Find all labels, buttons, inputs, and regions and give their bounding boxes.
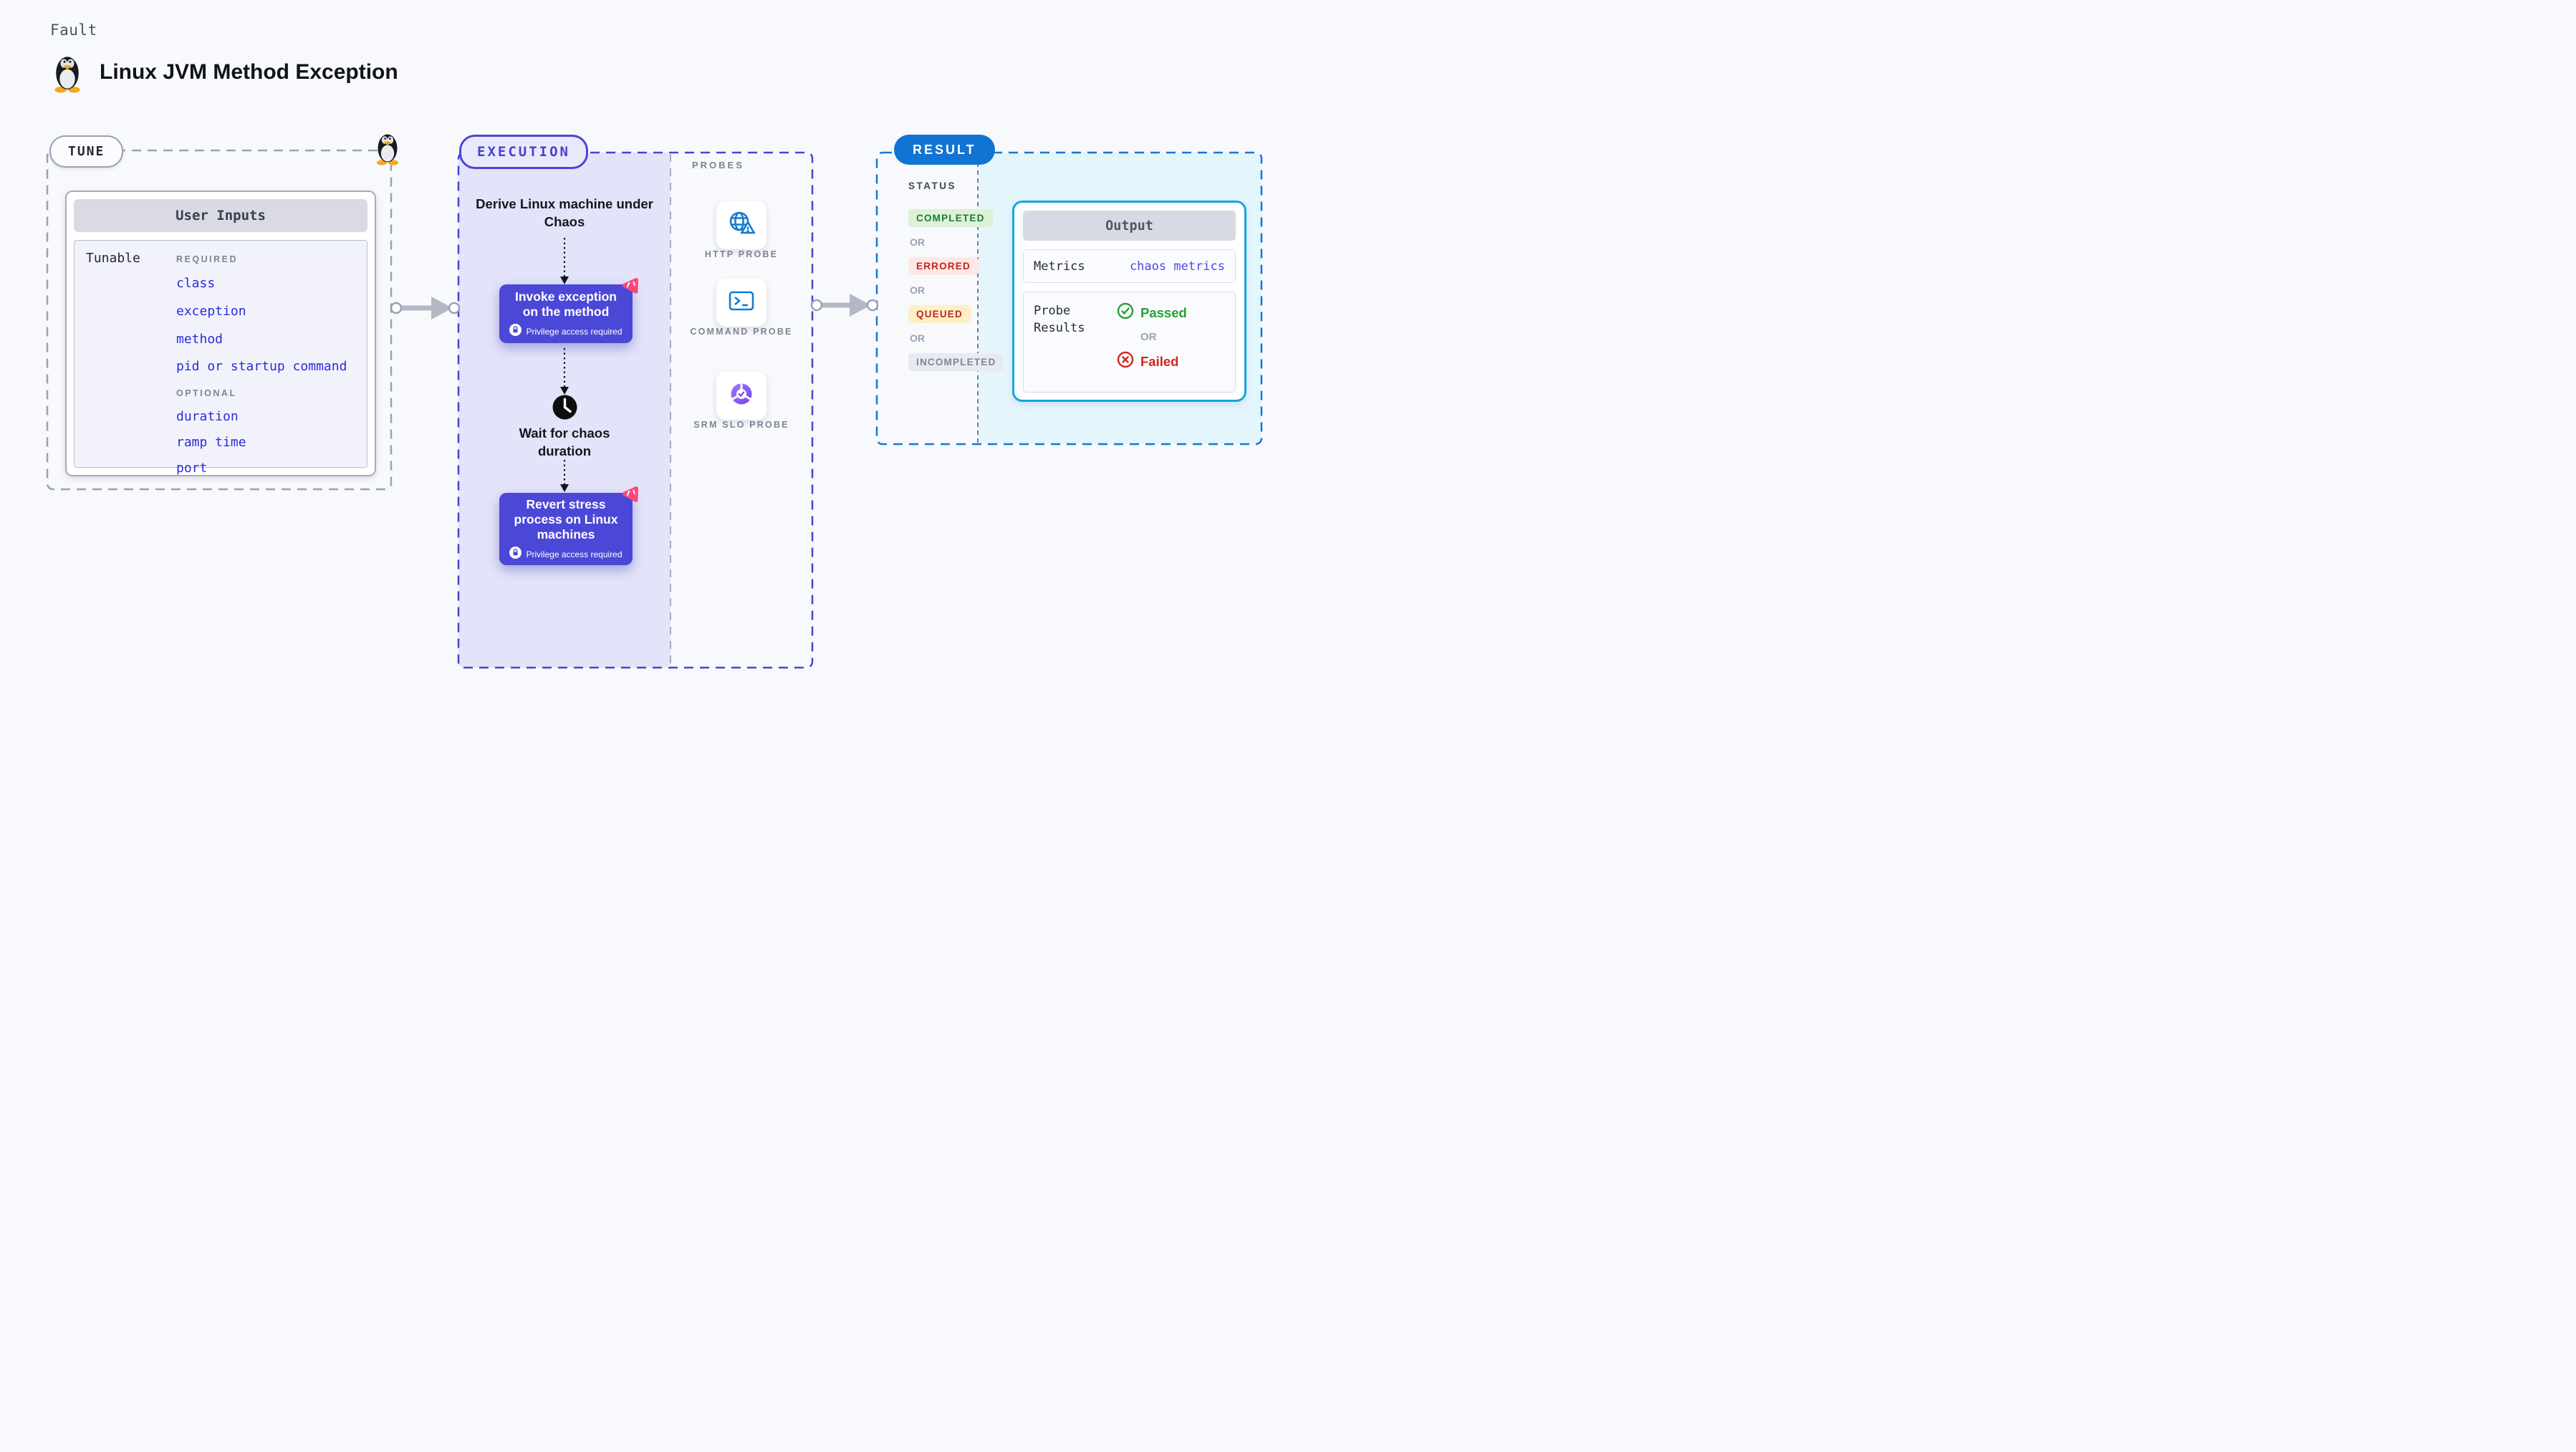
probes-to-result-arrow [810, 294, 879, 317]
terminal-icon [726, 287, 756, 319]
or-separator: OR [1140, 331, 1157, 343]
step-wait-text: Wait for chaos duration [519, 425, 610, 458]
privilege-access-label: Privilege access required [526, 549, 623, 559]
tunable-link-pid-or-startup-command[interactable]: pid or startup command [176, 358, 347, 374]
status-badge-completed: COMPLETED [908, 209, 993, 227]
slo-pie-check-icon [726, 380, 756, 412]
tune-to-execution-arrow [390, 297, 461, 319]
diagram-canvas: Fault Linux JVM Method Exception TUNE [0, 0, 1288, 726]
command-probe-label: COMMAND PROBE [690, 327, 793, 337]
metrics-label: Metrics [1034, 259, 1085, 274]
execution-section-label: EXECUTION [459, 135, 588, 169]
chaos-fault-badge-icon [617, 483, 642, 511]
srm-slo-probe-label: SRM SLO PROBE [693, 420, 789, 430]
x-circle-icon [1117, 351, 1134, 372]
invoke-exception-title: Invoke exception on the method [515, 289, 617, 319]
status-heading: STATUS [908, 181, 956, 191]
probe-results-row: Probe Results Passed OR [1023, 292, 1236, 393]
chaos-metrics-link[interactable]: chaos metrics [1129, 259, 1225, 274]
srm-slo-probe-card[interactable] [716, 372, 766, 420]
status-list: COMPLETED OR ERRORED OR QUEUED OR INCOMP… [908, 209, 1004, 371]
fault-eyebrow: Fault [50, 21, 97, 39]
http-probe-label: HTTP PROBE [704, 249, 779, 259]
status-badge-queued: QUEUED [908, 305, 971, 323]
result-section-label: RESULT [894, 135, 995, 165]
tunable-row-label: Tunable [86, 251, 140, 266]
tunables-table: Tunable REQUIRED class exception method … [74, 240, 367, 476]
check-circle-icon [1117, 302, 1134, 323]
chaos-fault-badge-icon [617, 274, 642, 302]
lock-icon [509, 546, 522, 562]
invoke-exception-step-button[interactable]: Invoke exception on the method Privilege… [499, 278, 638, 343]
linux-penguin-icon-small [373, 131, 402, 169]
status-badge-errored: ERRORED [908, 257, 979, 275]
lock-icon [509, 323, 522, 340]
tunable-link-method[interactable]: method [176, 332, 224, 347]
step-derive-text: Derive Linux machine under Chaos [476, 196, 653, 229]
probes-section-label: PROBES [692, 160, 744, 170]
or-separator: OR [910, 284, 925, 296]
linux-penguin-icon [50, 53, 85, 97]
http-probe-card[interactable] [716, 201, 766, 249]
tunable-link-duration[interactable]: duration [176, 408, 239, 424]
user-inputs-card: User Inputs Tunable REQUIRED class excep… [65, 191, 376, 476]
output-card: Output Metrics chaos metrics Probe Resul… [1012, 201, 1246, 402]
passed-label: Passed [1140, 304, 1187, 320]
tunable-link-port[interactable]: port [176, 460, 208, 476]
tunable-link-ramp-time[interactable]: ramp time [176, 434, 246, 450]
status-badge-incompleted: INCOMPLETED [908, 353, 1004, 371]
failed-label: Failed [1140, 353, 1179, 369]
page-title: Linux JVM Method Exception [100, 60, 398, 84]
globe-warning-icon [726, 209, 756, 241]
output-title: Output [1023, 211, 1236, 241]
revert-stress-title: Revert stress process on Linux machines [514, 496, 618, 542]
tunable-link-exception[interactable]: exception [176, 304, 246, 319]
tunable-link-class[interactable]: class [176, 276, 216, 291]
probe-results-label: Probe Results [1034, 304, 1085, 335]
clock-icon [552, 394, 578, 424]
tune-section-label: TUNE [49, 135, 124, 168]
optional-group-label: OPTIONAL [176, 388, 237, 398]
user-inputs-title: User Inputs [74, 199, 367, 232]
or-separator: OR [910, 332, 925, 344]
required-group-label: REQUIRED [176, 254, 238, 264]
metrics-row: Metrics chaos metrics [1023, 249, 1236, 283]
or-separator: OR [910, 236, 925, 248]
revert-stress-step-button[interactable]: Revert stress process on Linux machines … [499, 486, 638, 565]
privilege-access-label: Privilege access required [526, 326, 623, 337]
command-probe-card[interactable] [716, 279, 766, 327]
